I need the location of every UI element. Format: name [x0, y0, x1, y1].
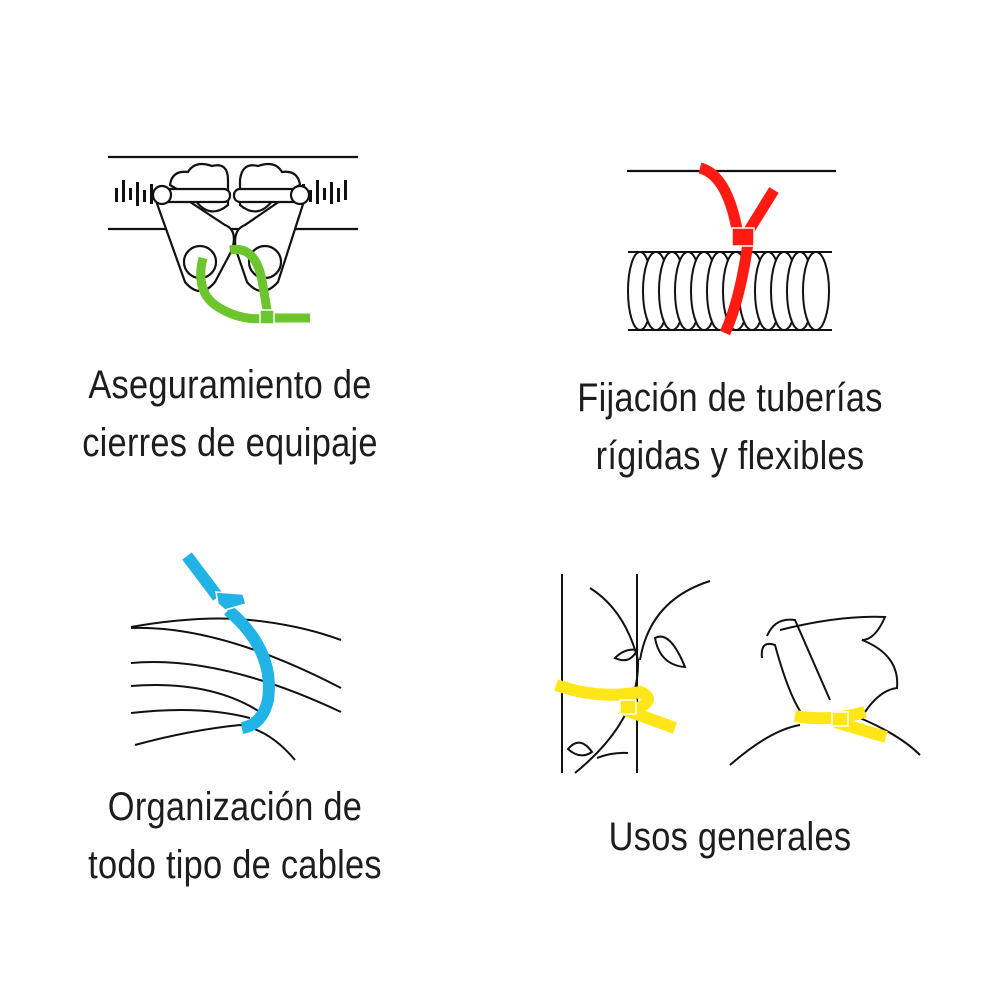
flexible-pipe-tie-icon	[620, 160, 840, 340]
caption-line: rígidas y flexibles	[595, 434, 865, 478]
caption-line: Aseguramiento de	[88, 363, 372, 407]
caption-line: Usos generales	[608, 815, 852, 859]
caption-cables: Organización de todo tipo de cables	[63, 778, 407, 894]
caption-line: Organización de	[107, 785, 363, 829]
cable-bundle-tie-icon	[125, 550, 355, 761]
caption-line: Fijación de tuberías	[577, 376, 883, 420]
caption-general: Usos generales	[558, 808, 902, 866]
caption-line: todo tipo de cables	[88, 843, 382, 887]
caption-line: cierres de equipaje	[82, 421, 378, 465]
caption-pipes: Fijación de tuberías rígidas y flexibles	[558, 369, 902, 485]
caption-luggage: Aseguramiento de cierres de equipaje	[58, 356, 402, 472]
luggage-zipper-tie-icon	[100, 150, 370, 340]
plant-and-bag-tie-icon	[550, 570, 930, 775]
